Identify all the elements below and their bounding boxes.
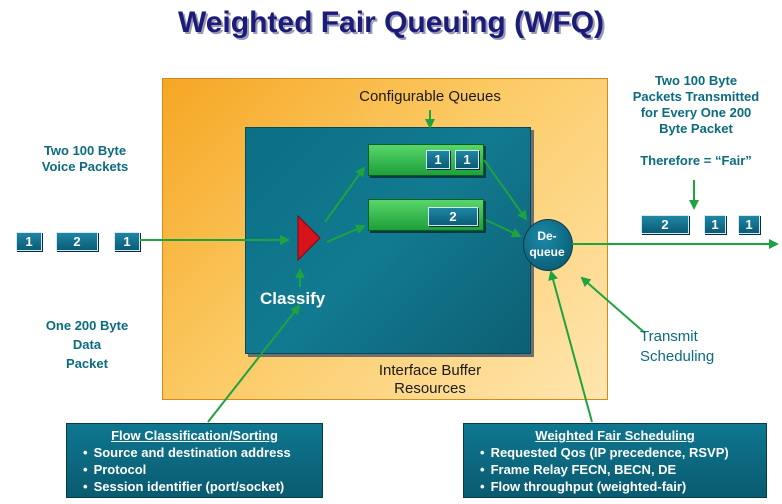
list-item: Flow throughput (weighted-fair): [480, 478, 760, 495]
dequeue-node: [523, 219, 573, 271]
interface-buffer-label: Interface Buffer Resources: [378, 362, 482, 397]
weighted-box-list: Requested Qos (IP precedence, RSVP) Fram…: [470, 444, 760, 495]
data-packet-label: One 200 Byte Data Packet: [45, 318, 129, 371]
weighted-scheduling-pointer: [548, 270, 593, 423]
weighted-scheduling-box: Weighted Fair Scheduling Requested Qos (…: [463, 423, 767, 498]
weighted-box-header: Weighted Fair Scheduling: [535, 428, 695, 443]
classify-label: Classify: [260, 289, 326, 308]
list-item: Source and destination address: [83, 444, 316, 461]
list-item: Requested Qos (IP precedence, RSVP): [480, 444, 760, 461]
dequeue-label: De- queue: [529, 229, 565, 259]
to-queue1-arrow: [324, 166, 366, 223]
incoming-packet: 1: [16, 232, 42, 251]
voice-packets-label: Two 100 Byte Voice Packets: [41, 143, 129, 174]
queue2-to-dequeue-arrow: [485, 219, 522, 238]
list-item: Protocol: [83, 461, 316, 478]
incoming-packet: 1: [114, 232, 140, 251]
outgoing-packet: 2: [641, 215, 689, 234]
queue1-packet: 1: [426, 150, 450, 169]
transmit-scheduling-label: Transmit Scheduling: [640, 328, 715, 365]
flow-classification-pointer: [207, 304, 301, 423]
queue1-packet: 1: [455, 150, 479, 169]
transmit-scheduling-pointer: [580, 276, 646, 334]
flow-classification-box: Flow Classification/Sorting Source and d…: [66, 423, 323, 498]
outgoing-packet: 1: [738, 215, 760, 234]
classifier-triangle: [297, 214, 321, 262]
queue1-to-dequeue-arrow: [483, 159, 528, 221]
incoming-packet: 2: [56, 232, 98, 251]
flow-box-list: Source and destination address Protocol …: [73, 444, 316, 495]
configurable-queues-label: Configurable Queues: [359, 88, 501, 105]
queue2-packet: 2: [428, 207, 478, 226]
list-item: Frame Relay FECN, BECN, DE: [480, 461, 760, 478]
outgoing-packet: 1: [704, 215, 726, 234]
to-queue2-arrow: [326, 224, 366, 243]
flow-box-header: Flow Classification/Sorting: [111, 428, 278, 443]
fair-label: Therefore = “Fair”: [640, 153, 752, 168]
list-item: Session identifier (port/socket): [83, 478, 316, 495]
page-title: Weighted Fair Queuing (WFQ): [177, 6, 605, 39]
transmitted-label: Two 100 Byte Packets Transmitted for Eve…: [632, 73, 760, 136]
